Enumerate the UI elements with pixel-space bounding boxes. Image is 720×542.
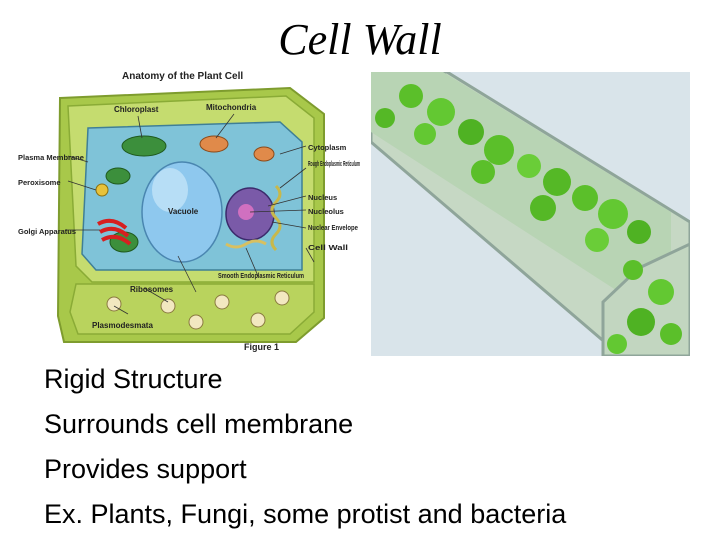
label-nuclear-envelope: Nuclear Envelope — [308, 225, 358, 232]
label-nucleus: Nucleus — [308, 193, 337, 202]
label-plasmodesmata: Plasmodesmata — [92, 321, 153, 330]
nucleus-shape — [225, 187, 275, 241]
plant-cell-micrograph — [371, 72, 690, 356]
label-chloroplast: Chloroplast — [114, 105, 159, 114]
label-peroxisome: Peroxisome — [18, 178, 61, 187]
label-rough-er: Rough Endoplasmic Reticulum — [308, 161, 360, 168]
bullet-item: Surrounds cell membrane — [44, 409, 354, 439]
mitochondria-shapes — [199, 135, 275, 162]
label-ribosomes: Ribosomes — [130, 285, 174, 294]
label-mitochondria: Mitochondria — [206, 103, 257, 112]
bullet-item: Provides support — [44, 454, 247, 484]
chloroplast-blobs — [375, 84, 682, 354]
slide-title: Cell Wall — [278, 15, 442, 64]
bullet-item: Ex. Plants, Fungi, some protist and bact… — [44, 499, 567, 529]
bullet-list: Rigid Structure Surrounds cell membrane … — [44, 362, 566, 542]
golgi-shape — [97, 218, 132, 246]
label-plasma-membrane: Plasma Membrane — [18, 153, 84, 162]
plant-cell-diagram: Anatomy of the Plant Cell — [18, 71, 360, 352]
label-cell-wall: Cell Wall — [308, 243, 348, 252]
label-vacuole: Vacuole — [168, 207, 199, 216]
bullet-item: Rigid Structure — [44, 364, 223, 394]
figure-caption: Figure 1 — [244, 342, 279, 352]
label-golgi: Golgi Apparatus — [18, 227, 76, 236]
label-smooth-er: Smooth Endoplasmic Reticulum — [218, 273, 304, 280]
rough-er-shape — [270, 184, 282, 252]
peroxisome-shape — [95, 183, 109, 197]
label-nucleolus: Nucleolus — [308, 207, 344, 216]
label-cytoplasm: Cytoplasm — [308, 143, 347, 152]
plasmodesmata-shapes — [106, 290, 290, 330]
diagram-heading: Anatomy of the Plant Cell — [122, 71, 243, 82]
